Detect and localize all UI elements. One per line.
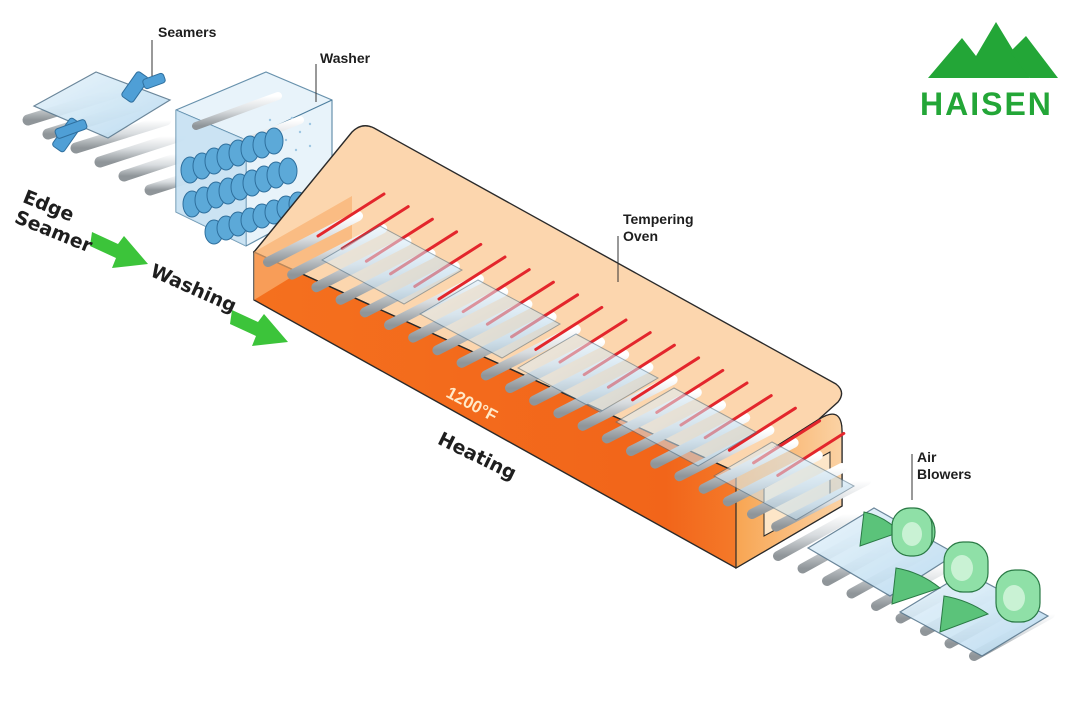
air-blowers-label: Air Blowers xyxy=(917,449,972,482)
oven-glass-sheets xyxy=(320,225,856,521)
glass-sheet xyxy=(516,333,660,413)
glass-sheet xyxy=(712,441,856,521)
heater-rod xyxy=(727,406,797,452)
flow-arrow-icon xyxy=(90,232,288,346)
washer-label: Washer xyxy=(320,50,371,66)
brush-roller-icon xyxy=(180,127,308,245)
glass-sheet xyxy=(320,225,464,305)
seamer-icon xyxy=(52,71,166,153)
glass-sheet xyxy=(418,279,562,359)
oven-roller xyxy=(674,425,775,482)
heater-rod xyxy=(631,356,701,402)
glass-sheet xyxy=(614,387,758,467)
oven-roller xyxy=(263,211,363,267)
oven-roller xyxy=(577,374,678,431)
heater-rod xyxy=(316,192,386,238)
heater-rod xyxy=(534,305,604,351)
oven-roller xyxy=(384,274,484,330)
tempering-oven-label: Tempering Oven xyxy=(623,211,694,244)
brand-name: HAISEN xyxy=(920,86,1053,122)
exit-roller xyxy=(773,509,859,561)
oven-roller xyxy=(480,324,581,381)
mountain-logo-icon xyxy=(928,22,1058,78)
air-blower-icon xyxy=(859,507,1041,633)
seamers-label: Seamers xyxy=(158,24,217,40)
heater-rod xyxy=(437,255,507,301)
